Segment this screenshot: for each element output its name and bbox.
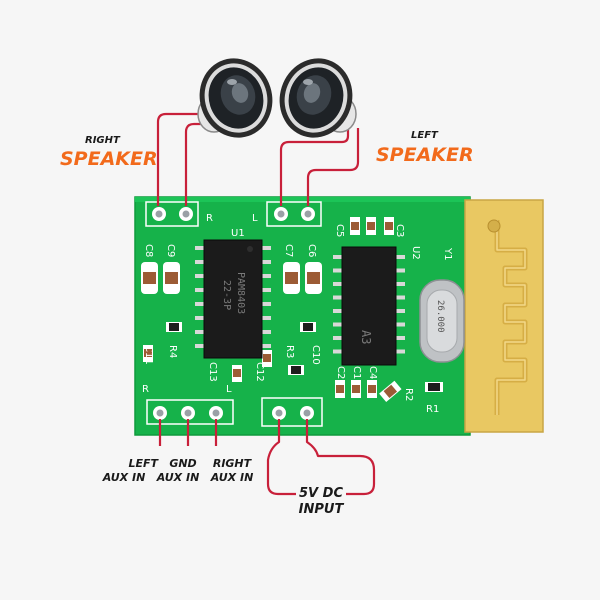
silk-r1: R1 [426,404,439,415]
crystal-label: 26.000 [435,300,445,333]
ic-pin [261,246,271,250]
silk-u1: U1 [231,228,245,239]
speaker-left-pads [266,201,322,227]
ic-pin [395,295,405,300]
ic-pin [195,344,205,348]
silk-r3: R3 [284,345,295,358]
right-aux-label-2: AUX IN [210,471,254,484]
bluetooth-antenna [464,199,544,433]
right-speaker-label-top: RIGHT [85,135,121,146]
ic-pin [395,336,405,340]
amplifier-chip: PAM8403 22-3P [195,239,271,359]
gnd-aux-label-2: AUX IN [156,471,200,484]
silk-u2: U2 [410,246,421,260]
left-aux-label-2: AUX IN [102,471,146,484]
silk-c6: C6 [306,244,317,257]
silk-y1: Y1 [442,247,453,260]
right-speaker-label-main: SPEAKER [60,148,158,170]
right-aux-label-1: RIGHT [213,457,253,470]
ic-pin [333,255,343,259]
left-speaker-label: LEFT SPEAKER [376,130,474,166]
ic-pin [395,255,405,259]
silk-c1: C1 [351,366,362,379]
silk-c7: C7 [283,244,294,257]
amp-chip-label: PAM8403 [235,272,246,314]
silk-r-bottom: R [142,384,149,395]
silk-c12: C12 [254,362,265,382]
silkscreen-labels: R L U1 C8 C9 C7 C6 C5 C3 U2 Y1 C11 R4 C1… [142,213,453,415]
ic-pin [261,330,271,334]
right-speaker-label: RIGHT SPEAKER [60,135,158,170]
silk-c8: C8 [143,244,154,257]
left-speaker-label-main: SPEAKER [376,144,474,166]
ic-pin [261,302,271,306]
ic-pin [195,274,205,278]
ic-pin [261,274,271,278]
ic-pin [195,288,205,292]
silk-c9: C9 [165,244,176,257]
ic-pin [195,260,205,264]
ic-pin [195,302,205,306]
ic-pin [261,344,271,348]
ic-pin [261,316,271,320]
ic-pin [261,288,271,292]
connection-wires [156,112,376,496]
ic-pin [333,268,343,273]
gnd-aux-label-1: GND [169,457,196,470]
silk-c2: C2 [335,366,346,379]
dc-input-label-2: INPUT [299,502,345,517]
brown-capacitors [141,217,402,403]
silk-c5: C5 [334,224,345,237]
dc-input-pads [261,397,323,427]
pcb-board [134,196,471,436]
bt-chip-label: A3 [359,330,373,344]
ic-pin [261,260,271,264]
left-aux-label: LEFT AUX IN [102,457,160,484]
ic-pin [395,309,405,313]
crystal-oscillator: 26.000 [419,279,465,363]
black-resistors [166,322,443,392]
left-aux-label-1: LEFT [128,457,159,470]
ic-pin [395,322,405,327]
ic-pin [195,246,205,250]
ic-pin [333,309,343,313]
ic-pin [195,316,205,320]
bluetooth-chip: A3 [333,246,405,366]
ic-pin [333,349,343,354]
silk-l-bottom: L [226,384,232,395]
speaker-right-pads [145,201,199,227]
ic-pin [333,322,343,327]
ic-pin [333,282,343,286]
right-speaker-icon [197,58,273,138]
ic-pin [395,268,405,273]
silk-r-top: R [206,213,213,224]
silk-r4: R4 [167,345,178,358]
silk-r2: R2 [403,388,414,401]
amp-chip-code: 22-3P [221,280,232,310]
dc-input-label-1: 5V DC [299,486,343,501]
right-aux-label: RIGHT AUX IN [210,457,254,484]
dc-input-label: 5V DC INPUT [299,486,345,517]
silk-c13: C13 [207,362,218,382]
ic-pin [333,295,343,300]
ic-pin [395,349,405,354]
ic-pin [395,282,405,286]
silk-c4: C4 [367,366,378,379]
silk-c11: C11 [143,345,154,365]
silk-c3: C3 [394,224,405,237]
ic-pin [195,330,205,334]
gnd-aux-label: GND AUX IN [156,457,200,484]
ic-pin [333,336,343,340]
left-speaker-label-top: LEFT [411,130,439,141]
left-speaker-icon [279,58,357,138]
silk-c10: C10 [310,345,321,365]
aux-input-pads [146,399,234,425]
silk-l-top: L [252,213,258,224]
